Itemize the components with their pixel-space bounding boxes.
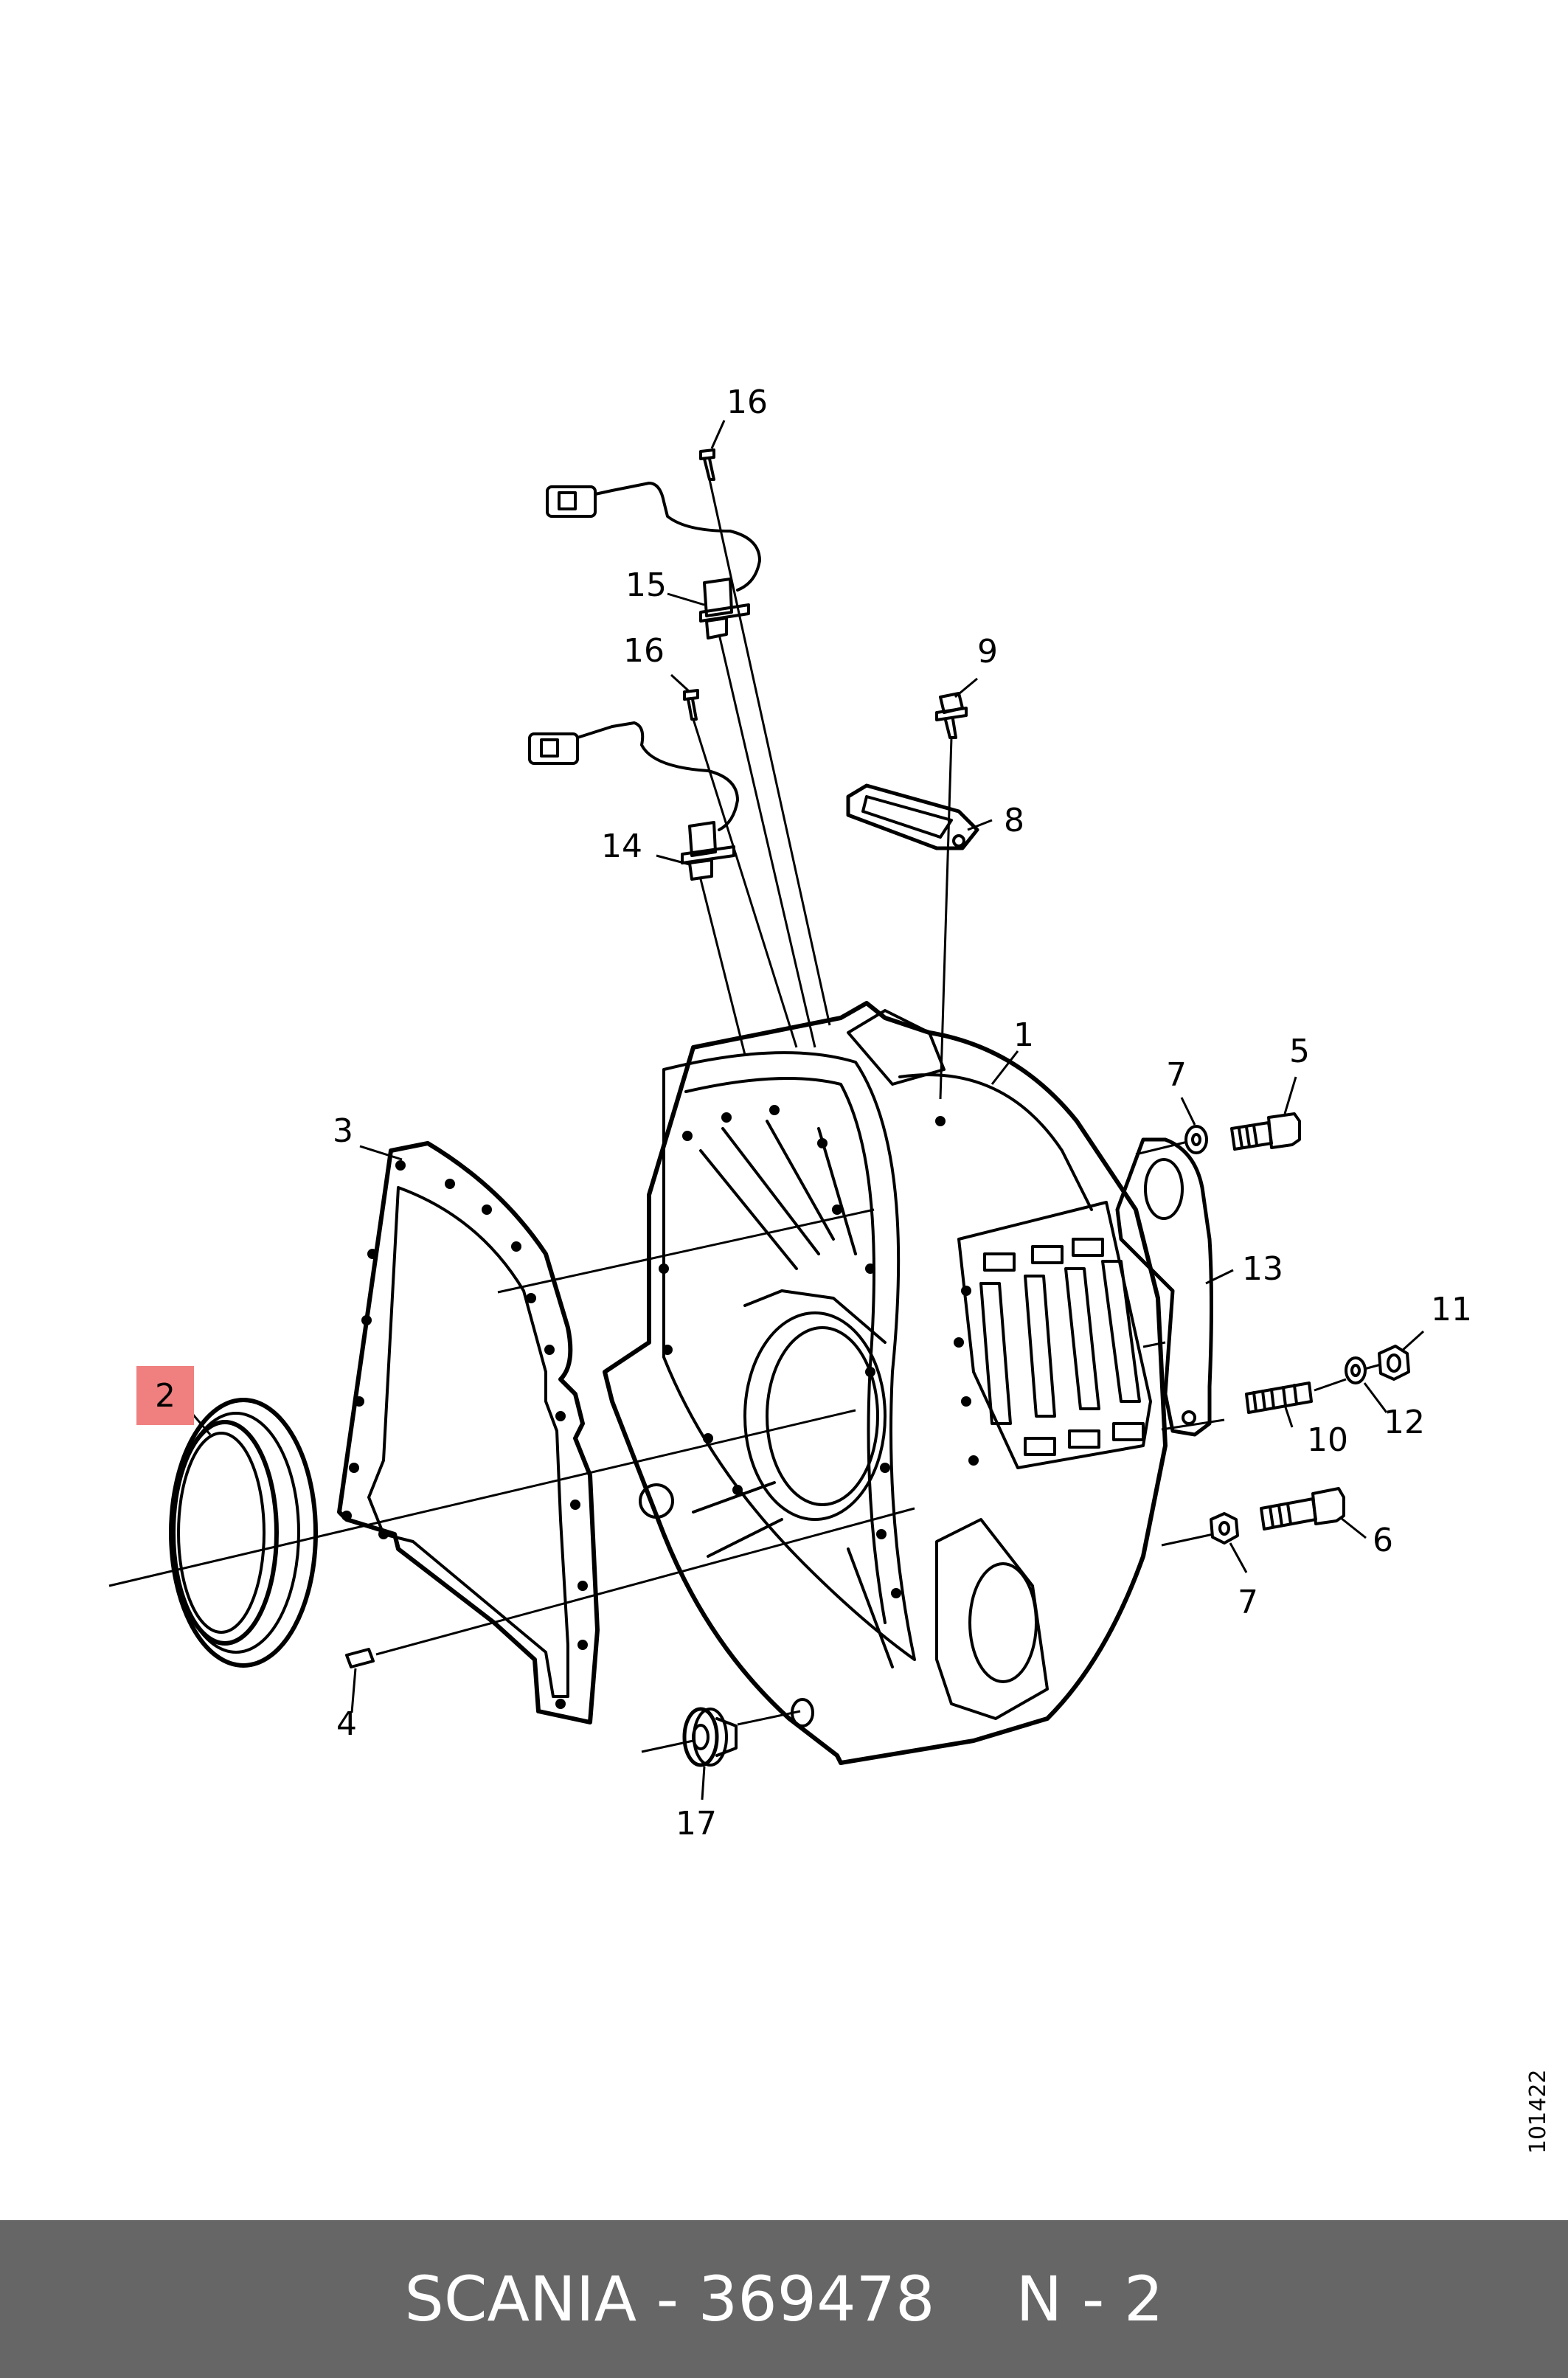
screw-16-lower: [683, 689, 699, 721]
callout-15: 15: [625, 566, 667, 604]
callout-3: 3: [333, 1112, 353, 1150]
dowel-pin: [345, 1648, 375, 1668]
exploded-parts-diagram: 16 15 16 9 8 14 1 7 5 3 13 11 2 10 12 6 …: [108, 384, 1472, 1843]
callout-2: 2: [155, 1377, 176, 1415]
crankshaft-seal: [169, 1398, 318, 1668]
callout-8: 8: [1004, 802, 1024, 839]
footer-position-ref: N - 2: [1016, 2263, 1164, 2335]
callout-4: 4: [336, 1705, 357, 1743]
callout-14: 14: [601, 828, 642, 865]
callout-7-upper: 7: [1166, 1056, 1187, 1094]
drawing-number: 101422: [1525, 2069, 1551, 2154]
bracket-13: [1115, 1137, 1213, 1437]
callout-11: 11: [1431, 1291, 1472, 1328]
callout-6: 6: [1373, 1522, 1393, 1559]
bolt-9: [935, 692, 968, 739]
washer-12: [1345, 1356, 1367, 1384]
screw-16-upper: [699, 448, 715, 481]
callout-12: 12: [1384, 1404, 1425, 1441]
callout-16-upper: 16: [726, 384, 768, 421]
speed-sensor-lower: [528, 721, 739, 881]
callout-highlight: [136, 1366, 194, 1425]
footer-brand-part: SCANIA - 369478: [404, 2263, 935, 2335]
callout-5: 5: [1289, 1033, 1310, 1070]
callout-10: 10: [1307, 1421, 1348, 1459]
callout-17: 17: [676, 1805, 717, 1843]
footer-bar: SCANIA - 369478 N - 2: [0, 2220, 1568, 2378]
callout-1: 1: [1013, 1016, 1034, 1054]
stud-10: [1245, 1382, 1313, 1414]
callout-13: 13: [1242, 1250, 1283, 1288]
cover-plate: [846, 783, 979, 850]
callout-9: 9: [977, 633, 998, 670]
callout-16-lower: 16: [623, 632, 665, 670]
bolt-5: [1230, 1112, 1301, 1151]
bolt-6: [1260, 1487, 1345, 1531]
callout-7-lower: 7: [1238, 1584, 1258, 1621]
washer-7-lower: [1210, 1512, 1239, 1545]
rubber-plug: [682, 1707, 738, 1767]
callout-labels: 16 15 16 9 8 14 1 7 5 3 13 11 2 10 12 6 …: [155, 384, 1472, 1843]
washer-7-upper: [1184, 1125, 1208, 1154]
nut-11: [1378, 1345, 1410, 1381]
flywheel-housing: [603, 1001, 1168, 1765]
assembly-lines: [108, 479, 1381, 1753]
housing-gasket: [337, 1141, 600, 1724]
